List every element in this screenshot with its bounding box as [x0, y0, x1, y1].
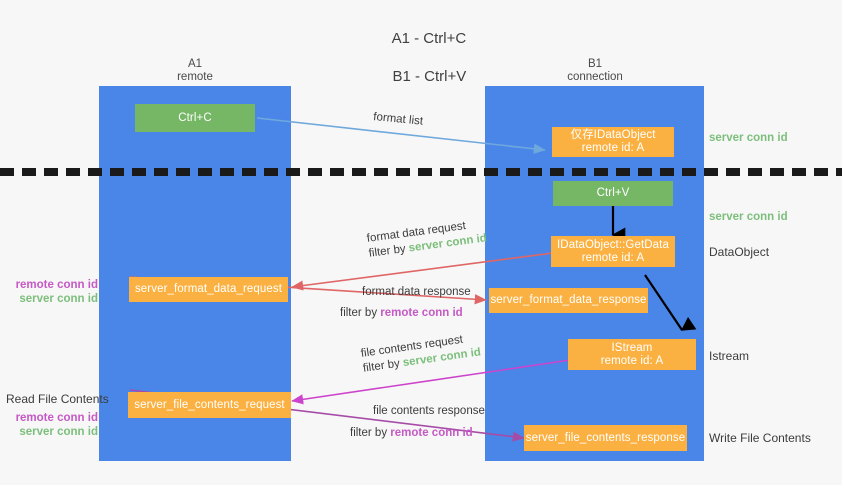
node-ctrl-c-label: Ctrl+C — [178, 111, 212, 124]
node-data-object-created[interactable]: 仅存IDataObject remote id: A — [552, 127, 674, 157]
annotation-right-server-conn-id-1: server conn id — [709, 131, 788, 145]
node-ctrl-v[interactable]: Ctrl+V — [553, 181, 673, 206]
edge-label-format-list-text: format list — [372, 110, 424, 128]
accent-remote-conn-id: remote conn id — [390, 427, 473, 439]
annotation-right-istream-text: Istream — [709, 349, 750, 363]
column-header-b1-sub: connection — [567, 71, 623, 83]
node-server-file-contents-response[interactable]: server_file_contents_response — [524, 425, 687, 451]
filter-by-prefix: filter by — [340, 307, 381, 319]
annotation-right-write-file-contents-text: Write File Contents — [709, 431, 811, 445]
diagram-title-line-2: B1 - Ctrl+V — [392, 68, 467, 85]
diagram-title: A1 - Ctrl+C B1 - Ctrl+V — [0, 10, 842, 105]
edge-label-file-contents-request: file contents request filter by server c… — [360, 330, 482, 376]
annotation-right-server-conn-id-2: server conn id — [709, 210, 788, 224]
edge-label-format-list: format list — [373, 110, 424, 130]
edge-label-file-contents-response-line-2: filter by remote conn id — [350, 426, 485, 441]
node-server-format-data-response[interactable]: server_format_data_response — [489, 288, 648, 313]
column-header-a1-name: A1 — [187, 58, 203, 70]
time-divider — [0, 168, 842, 176]
node-server-format-data-response-label: server_format_data_response — [490, 294, 647, 306]
annotation-right-write-file-contents: Write File Contents — [709, 431, 811, 445]
column-header-b1: B1 connection — [540, 58, 650, 84]
node-server-file-contents-request[interactable]: server_file_contents_request — [128, 392, 291, 418]
annotation-left-conn-ids-2: remote conn id server conn id — [12, 411, 98, 439]
edge-label-format-data-response-line-1: format data response — [362, 286, 471, 298]
node-server-format-data-request[interactable]: server_format_data_request — [129, 277, 288, 302]
accent-remote-conn-id: remote conn id — [380, 307, 463, 319]
annotation-left-remote-conn-id-1-text: remote conn id — [15, 279, 98, 291]
edge-label-file-contents-response-line-1: file contents response — [373, 405, 485, 417]
edge-label-format-data-response: format data response filter by remote co… — [340, 285, 471, 321]
node-server-file-contents-request-label: server_file_contents_request — [134, 398, 285, 411]
edge-label-format-data-response-line-2: filter by remote conn id — [340, 306, 471, 321]
filter-by-prefix: filter by — [368, 242, 410, 260]
column-header-a1-sub: remote — [177, 71, 213, 83]
node-data-object-created-line-2: remote id: A — [581, 142, 645, 154]
filter-by-prefix: filter by — [362, 357, 404, 375]
annotation-left-server-conn-id-2-text: server conn id — [19, 426, 98, 438]
annotation-left-server-conn-id-1-text: server conn id — [19, 293, 98, 305]
annotation-left-read-file-contents-text: Read File Contents — [6, 392, 109, 406]
column-header-a1: A1 remote — [140, 58, 250, 84]
node-get-data-line-1: IDataObject::GetData — [557, 238, 669, 251]
node-server-format-data-request-label: server_format_data_request — [134, 283, 283, 295]
column-header-b1-name: B1 — [587, 58, 603, 70]
node-get-data[interactable]: IDataObject::GetData remote id: A — [551, 236, 675, 267]
node-ctrl-v-label: Ctrl+V — [596, 187, 630, 199]
edge-label-format-data-request: format data request filter by server con… — [366, 216, 488, 261]
annotation-left-remote-conn-id-2-text: remote conn id — [15, 412, 98, 424]
annotation-left-conn-ids-1: remote conn id server conn id — [12, 278, 98, 306]
node-data-object-created-line-1: 仅存IDataObject — [570, 129, 656, 141]
annotation-right-server-conn-id-1-text: server conn id — [709, 132, 788, 144]
node-istream-line-1: IStream — [611, 341, 653, 354]
annotation-left-read-file-contents: Read File Contents — [6, 392, 109, 406]
edge-label-file-contents-response: file contents response filter by remote … — [350, 404, 485, 441]
node-ctrl-c[interactable]: Ctrl+C — [135, 104, 255, 132]
annotation-right-data-object: DataObject — [709, 245, 769, 259]
diagram-title-line-1: A1 - Ctrl+C — [391, 30, 467, 47]
annotation-right-istream: Istream — [709, 349, 749, 363]
node-server-file-contents-response-label: server_file_contents_response — [525, 431, 686, 444]
annotation-right-data-object-text: DataObject — [709, 245, 770, 259]
node-get-data-line-2: remote id: A — [581, 251, 645, 264]
node-istream-line-2: remote id: A — [600, 354, 664, 367]
node-istream[interactable]: IStream remote id: A — [568, 339, 696, 370]
filter-by-prefix: filter by — [350, 427, 391, 439]
annotation-right-server-conn-id-2-text: server conn id — [709, 211, 788, 223]
